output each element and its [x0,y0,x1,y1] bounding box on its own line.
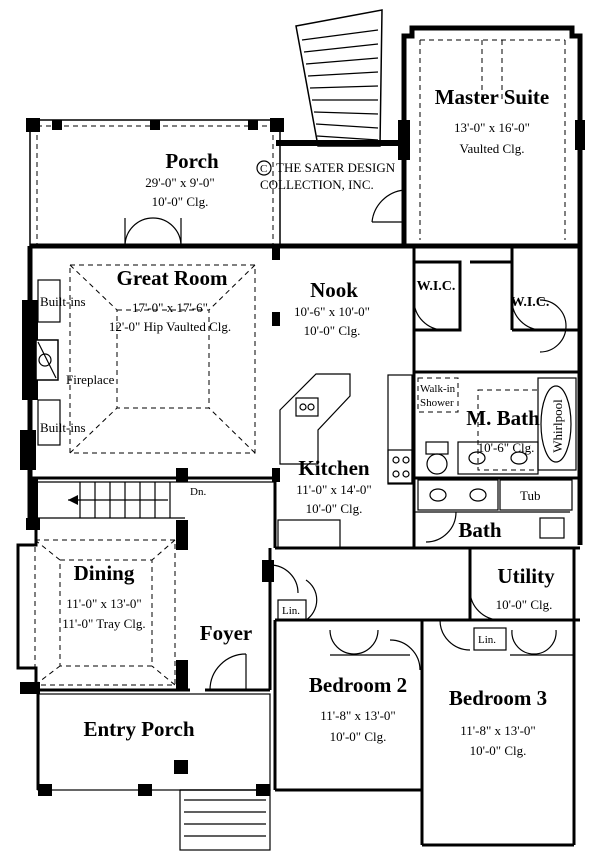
great-room-name: Great Room [117,266,229,290]
bedroom-2-size: 11'-8" x 13'-0" [320,708,395,723]
fireplace-label: Fireplace [66,372,115,387]
nook-ceiling: 10'-0" Clg. [304,323,361,338]
kitchen-fixtures [273,373,413,549]
nook-name: Nook [310,278,358,302]
bedroom-3-name: Bedroom 3 [449,686,547,710]
entry-porch-name: Entry Porch [83,717,194,741]
great-room-ceiling [35,217,256,454]
m-bath-name: M. Bath [466,406,540,430]
dining-walls [16,518,190,694]
copyright-line1: THE SATER DESIGN [276,160,396,175]
stair-down [30,478,275,522]
walk-in-label: Walk-in [420,383,456,395]
rear-stairs [295,9,383,147]
great-room-ceiling: 12'-0" Hip Vaulted Clg. [109,319,231,334]
stair-down-label: Dn. [190,486,206,498]
built-ins-top-label: Built-ins [40,294,86,309]
kitchen-name: Kitchen [298,456,369,480]
master-suite-size: 13'-0" x 16'-0" [454,120,530,135]
utility-name: Utility [497,564,555,588]
great-room-size: 17'-0" x 17'-6" [132,300,208,315]
bath-name: Bath [458,518,502,542]
porch-size: 29'-0" x 9'-0" [145,175,214,190]
main-walls [20,243,583,550]
master-bath-walls [412,246,580,480]
wic-2-name: W.I.C. [511,295,550,310]
tub-label: Tub [520,488,540,503]
m-bath-ceiling: 10'-6" Clg. [478,440,535,455]
walk-in-shower-label: Shower [420,397,454,409]
dining-ceiling: 11'-0" Tray Clg. [62,616,145,631]
dining-size: 11'-0" x 13'-0" [66,596,141,611]
porch-ceiling: 10'-0" Clg. [152,194,209,209]
foyer-name: Foyer [200,621,252,645]
master-suite-walls [371,25,585,246]
bedroom-2-name: Bedroom 2 [309,673,407,697]
kitchen-size: 11'-0" x 14'-0" [296,482,371,497]
bath-utility [414,479,580,621]
copyright-symbol: C [260,163,267,175]
copyright-block: C THE SATER DESIGN COLLECTION, INC. [256,160,396,192]
utility-ceiling: 10'-0" Clg. [496,597,553,612]
wic-1-name: W.I.C. [417,279,456,294]
linen-1-label: Lin. [282,605,300,617]
entry-porch [36,693,271,851]
porch-name: Porch [165,149,219,173]
bedroom-3-ceiling: 10'-0" Clg. [470,743,527,758]
kitchen-ceiling: 10'-0" Clg. [306,501,363,516]
master-suite-name: Master Suite [435,85,550,109]
bedroom-3-size: 11'-8" x 13'-0" [460,723,535,738]
foyer-walls [205,548,299,692]
bedroom-walls [273,579,580,847]
nook-size: 10'-6" x 10'-0" [294,304,370,319]
built-ins-bottom-label: Built-ins [40,420,86,435]
copyright-line2: COLLECTION, INC. [260,177,374,192]
linen-2-label: Lin. [478,634,496,646]
dining-name: Dining [74,561,135,585]
whirlpool-label: Whirlpool [550,399,565,453]
bedroom-2-ceiling: 10'-0" Clg. [330,729,387,744]
master-suite-ceiling: Vaulted Clg. [460,141,525,156]
